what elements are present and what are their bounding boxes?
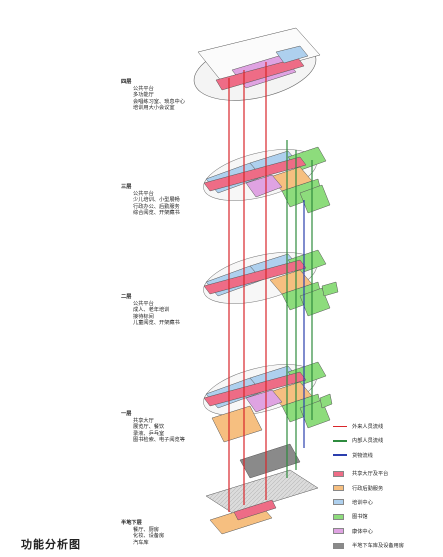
legend-label: 货物流线 — [352, 452, 373, 459]
legend-line-internal: 内部人员流线 — [333, 437, 437, 444]
legend-line-swatch — [333, 425, 347, 428]
floor-label-1f: 一层 共享大厅 展览厅、餐饮 录液、乒乓室 图书检索、电子阅览等 — [121, 411, 185, 444]
legend-label: 共享大厅及平台 — [352, 471, 389, 478]
floor-title: 一层 — [121, 411, 132, 417]
legend-swatch — [333, 528, 344, 535]
garage-zone — [239, 443, 301, 479]
floor-item: 展览厅、餐饮 — [133, 424, 165, 431]
legend-swatch — [333, 470, 344, 477]
floor-item: 多功能厅 — [133, 92, 154, 99]
legend-line-swatch — [333, 440, 347, 442]
floor-label-4f: 四层 公共平台 多功能厅 会唱练习室、琐息中心 培训用大小会议室 — [121, 79, 185, 112]
legend: 外来人员流线 内部人员流线 货物流线 共享大厅及平台 行政后勤服务 培训中心 图… — [333, 423, 437, 557]
training-zone — [275, 45, 309, 64]
legend-swatch — [333, 513, 344, 520]
floor-4f-plan — [193, 27, 321, 101]
fitness-zone — [245, 174, 283, 198]
floor-2f-plan — [203, 249, 331, 317]
legend-label: 半地下车库及设备用房 — [352, 543, 404, 550]
fitness-zone — [245, 389, 283, 413]
floor-b1-plan — [205, 443, 319, 535]
legend-area-garage: 半地下车库及设备用房 — [333, 542, 437, 549]
floor-item: 汽车库 — [133, 539, 149, 546]
legend-swatch — [333, 542, 344, 549]
floor-item: 餐厅、厨房 — [133, 526, 159, 533]
floor-item: 公共平台 — [133, 85, 154, 92]
floor-item: 会唱练习室、琐息中心 — [133, 98, 185, 105]
floor-item: 成人、老年培训 — [133, 307, 170, 314]
legend-area-hall: 共享大厅及平台 — [333, 470, 437, 477]
legend-label: 康体中心 — [352, 528, 373, 535]
legend-label: 外来人员流线 — [352, 424, 384, 430]
floor-item: 公共平台 — [133, 190, 154, 197]
legend-label: 行政后勤服务 — [352, 485, 384, 492]
legend-area-training: 培训中心 — [333, 499, 437, 506]
legend-label: 培训中心 — [352, 499, 373, 506]
floor-label-2f: 二层 公共平台 成人、老年培训 接待标间 儿童阅览、开架藏书 — [121, 294, 180, 327]
floor-title: 四层 — [121, 79, 132, 85]
floor-label-3f: 三层 公共平台 少儿培训、小型展畅 行政办公、后勤服务 综合阅览、开架藏书 — [121, 184, 180, 217]
floor-item: 共享大厅 — [133, 417, 154, 424]
legend-area-library: 图书馆 — [333, 513, 437, 520]
legend-label: 图书馆 — [352, 514, 368, 521]
legend-line-external: 外来人员流线 — [333, 423, 437, 430]
library-zone — [299, 287, 331, 317]
legend-label: 内部人员流线 — [352, 438, 384, 445]
diagram-title: 功能分析图 — [21, 538, 81, 551]
floor-item: 行政办公、后勤服务 — [133, 203, 180, 210]
floor-1f-plan — [203, 361, 331, 429]
floor-item: 儿童阅览、开架藏书 — [133, 320, 180, 327]
legend-line-swatch — [333, 454, 347, 457]
floor-item: 接待标间 — [133, 313, 154, 320]
floor-label-b1: 半地下层 餐厅、厨房 化妆、设备房 汽车库 — [121, 520, 164, 546]
floor-item: 少儿培训、小型展畅 — [133, 197, 180, 204]
floor-item: 培训用大小会议室 — [133, 105, 175, 112]
floor-title: 二层 — [121, 294, 132, 300]
admin-zone — [211, 405, 263, 443]
shared-hall-zone — [215, 57, 305, 91]
floor-item: 图书检索、电子阅览等 — [133, 437, 185, 444]
floor-item: 公共平台 — [133, 300, 154, 307]
floor-3f-plan — [203, 146, 331, 214]
legend-line-goods: 货物流线 — [333, 452, 437, 459]
library-zone — [299, 184, 331, 214]
floor-title: 半地下层 — [121, 520, 142, 526]
legend-area-fitness: 康体中心 — [333, 528, 437, 535]
library-annex — [319, 393, 333, 409]
legend-swatch — [333, 499, 344, 506]
shared-hall-zone — [233, 499, 277, 521]
garage-zone — [205, 469, 319, 515]
library-annex — [321, 281, 339, 297]
roof-outline — [197, 27, 321, 83]
floor-item: 化妆、设备房 — [133, 533, 165, 540]
legend-swatch — [333, 485, 344, 492]
floor-item: 录液、乒乓室 — [133, 430, 165, 437]
legend-area-admin: 行政后勤服务 — [333, 485, 437, 492]
floor-item: 综合阅览、开架藏书 — [133, 210, 180, 217]
floor-title: 三层 — [121, 184, 132, 190]
